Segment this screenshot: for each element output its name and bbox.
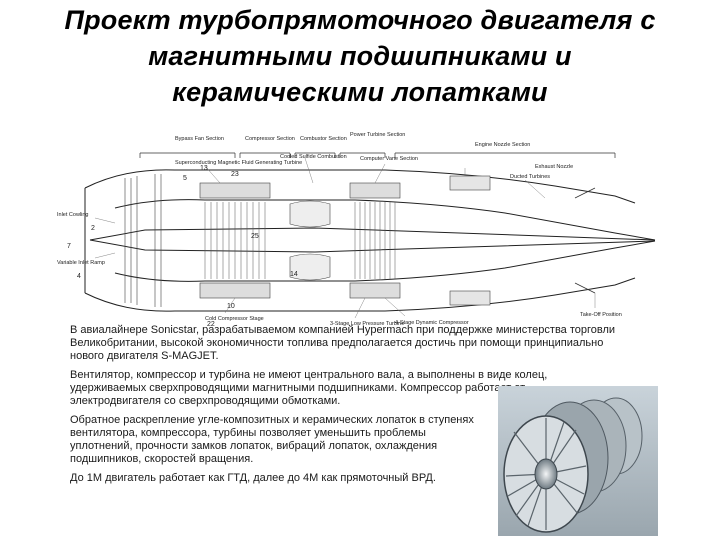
label-cold-compressor: Cold Compressor Stage [205,316,264,322]
callout-2: 2 [91,225,95,232]
paragraph-blades: Обратное раскрепление угле-композитных и… [70,414,474,465]
label-exhaust-nozzle: Exhaust Nozzle [535,164,573,170]
label-variable-inlet-ramp: Variable Inlet Ramp [57,260,105,266]
callout-25: 25 [251,233,259,240]
paragraph-intro: В авиалайнере Sonicstar, разрабатываемом… [70,324,616,362]
section-label-power-turbine: Power Turbine Section [350,132,405,138]
slide-title: Проект турбопрямоточного двигателя с маг… [0,2,720,110]
callout-23: 23 [231,171,239,178]
label-cooled-combustion: Cooled Sulfide Combustion [280,154,347,160]
section-label-engine-nozzle: Engine Nozzle Section [475,142,530,148]
section-label-combustor: Combustor Section [300,136,347,142]
label-computer-vane: Computer Vane Section [360,156,418,162]
label-dynamic-compressor: 4-Stage Dynamic Compressor [395,320,469,326]
engine-diagram-svg: Bypass Fan Section Compressor Section Co… [57,132,656,328]
callout-10: 10 [227,303,235,310]
label-ducted-turbines: Ducted Turbines [510,174,550,180]
callout-22: 22 [207,321,215,328]
label-take-off-position: Take-Off Position [580,312,622,318]
callout-4: 4 [77,273,81,280]
engine-render-image [498,386,658,536]
callout-14: 14 [290,271,298,278]
engine-cross-section-diagram: Bypass Fan Section Compressor Section Co… [55,128,665,338]
section-label-bypass-fan: Bypass Fan Section [175,136,224,142]
label-low-pressure-turbine: 3-Stage Low Pressure Turbine [330,321,404,327]
engine-render-svg [498,386,658,536]
title-line-1: Проект турбопрямоточного двигателя с [64,5,656,35]
label-inlet-cowling: Inlet Cowling [57,212,89,218]
callout-5: 5 [183,175,187,182]
section-label-compressor: Compressor Section [245,136,295,142]
title-line-2: магнитными подшипниками и [148,41,572,71]
description-text: В авиалайнере Sonicstar, разрабатываемом… [70,324,660,491]
callout-7: 7 [67,243,71,250]
paragraph-shaftless-design: Вентилятор, компрессор и турбина не имею… [70,369,548,407]
callout-13: 13 [200,165,208,172]
label-superconducting-turbine: Superconducting Magnetic Fluid Generatin… [175,160,302,166]
paragraph-mach-modes: До 1М двигатель работает как ГТД, далее … [70,472,436,484]
title-line-3: керамическими лопатками [172,77,548,107]
